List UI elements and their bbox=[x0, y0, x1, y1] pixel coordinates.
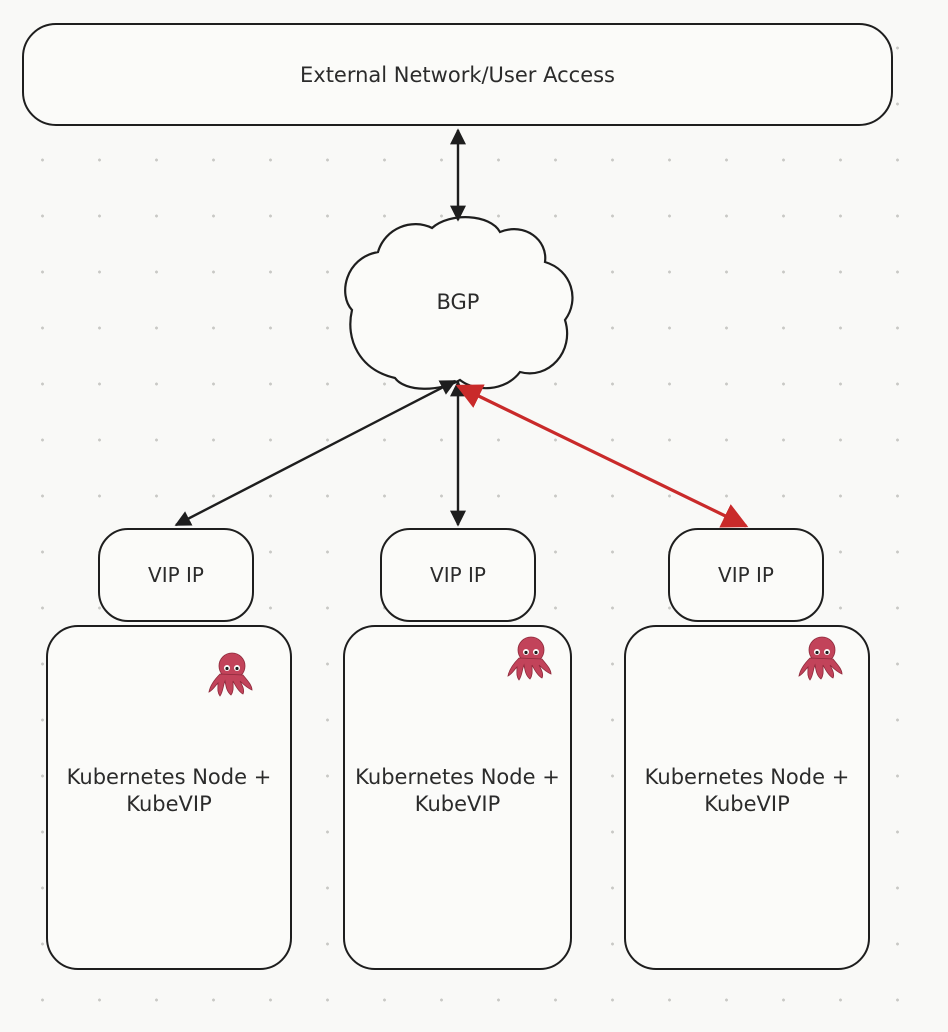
node-label: Kubernetes Node +KubeVIP bbox=[644, 765, 850, 816]
octopus-icon bbox=[507, 636, 552, 681]
external-network-box[interactable]: External Network/User Access bbox=[22, 23, 893, 126]
arrow-bgp-vip-left[interactable] bbox=[174, 379, 457, 527]
kubernetes-node-1[interactable]: Kubernetes Node +KubeVIP bbox=[46, 625, 292, 970]
vip-label: VIP IP bbox=[718, 563, 774, 587]
vip-box-2[interactable]: VIP IP bbox=[380, 528, 536, 622]
arrow-bgp-vip-right-active[interactable] bbox=[455, 384, 749, 528]
octopus-icon bbox=[798, 636, 843, 681]
node-label: Kubernetes Node +KubeVIP bbox=[355, 765, 560, 816]
bgp-label: BGP bbox=[436, 290, 480, 314]
kubernetes-node-2[interactable]: Kubernetes Node +KubeVIP bbox=[343, 625, 572, 970]
node-label: Kubernetes Node +KubeVIP bbox=[66, 765, 272, 816]
kubernetes-node-3[interactable]: Kubernetes Node +KubeVIP bbox=[624, 625, 870, 970]
octopus-icon bbox=[208, 652, 253, 697]
vip-label: VIP IP bbox=[430, 563, 486, 587]
vip-box-3[interactable]: VIP IP bbox=[668, 528, 824, 622]
vip-box-1[interactable]: VIP IP bbox=[98, 528, 254, 622]
vip-label: VIP IP bbox=[148, 563, 204, 587]
external-network-label: External Network/User Access bbox=[300, 62, 615, 87]
